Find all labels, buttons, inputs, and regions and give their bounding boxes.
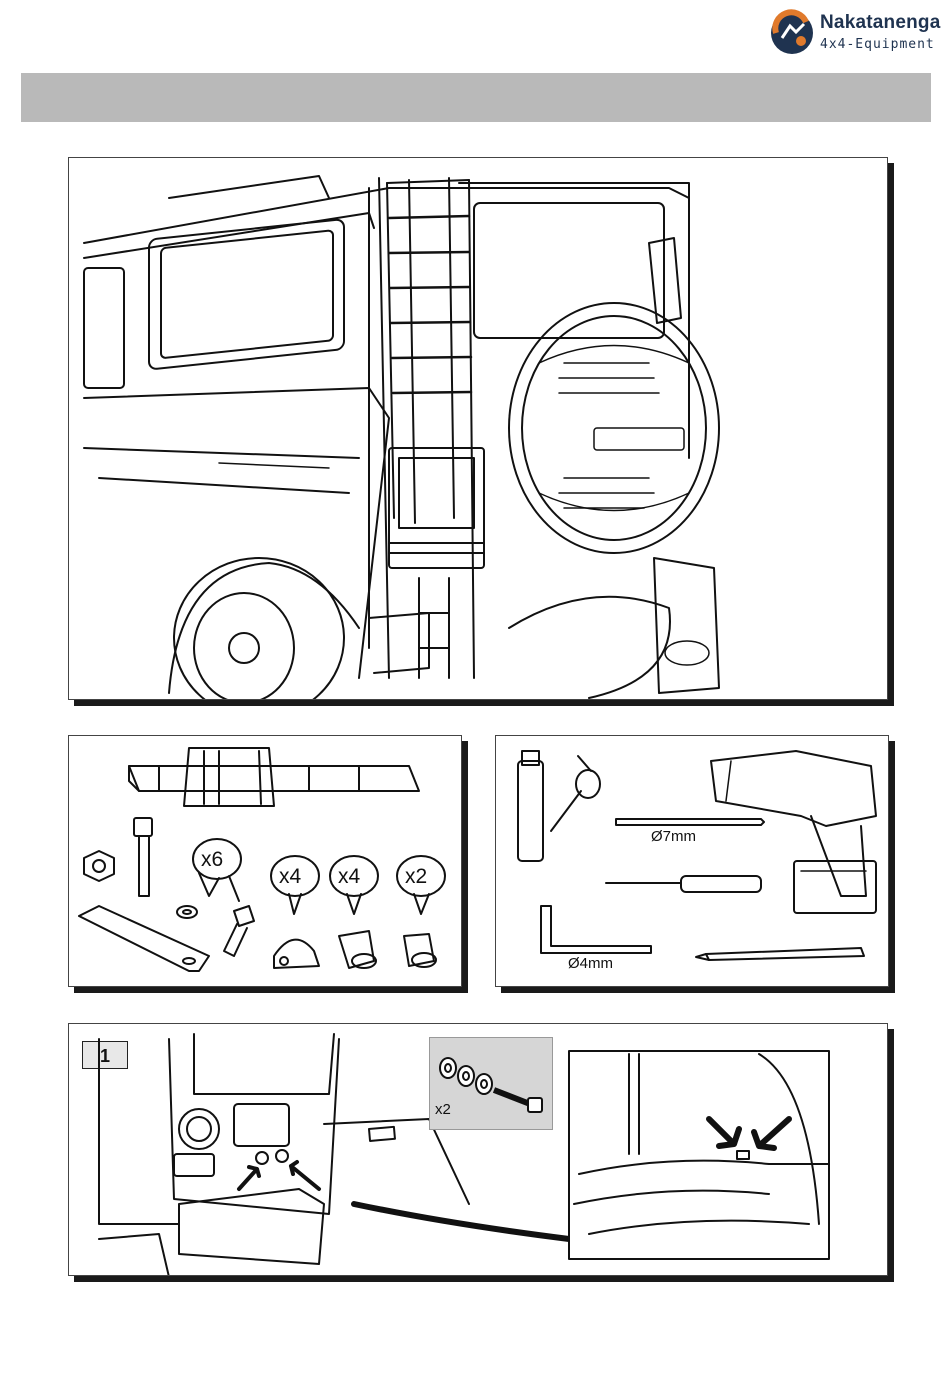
bolt-quantity-label: x6: [201, 848, 223, 872]
drill-bit-size-label: Ø7mm: [651, 828, 696, 845]
ladder-kit-illustration: [69, 736, 462, 987]
tools-illustration: [496, 736, 889, 987]
brand-logo: Nakatanenga 4x4-Equipment: [768, 6, 938, 62]
step-1-panel: 1: [68, 1023, 888, 1276]
tools-panel: Ø7mm Ø4mm: [495, 735, 889, 987]
brand-emblem-icon: [768, 8, 818, 58]
vehicle-illustration-panel: [68, 157, 888, 700]
clamp-quantity-label: x4: [279, 865, 301, 889]
brand-name: Nakatanenga: [820, 12, 940, 34]
vehicle-rear-illustration: [69, 158, 888, 700]
parts-list-panel: x6 x4 x4 x2: [68, 735, 462, 987]
spacer-quantity-label: x2: [405, 865, 427, 889]
rivet-nut-quantity-label: x4: [338, 865, 360, 889]
fastener-kit-inset: x2: [429, 1037, 553, 1130]
title-bar: [21, 73, 931, 122]
kit-quantity-label: x2: [435, 1101, 451, 1118]
brand-subtitle: 4x4-Equipment: [820, 37, 935, 52]
hex-key-size-label: Ø4mm: [568, 955, 613, 972]
